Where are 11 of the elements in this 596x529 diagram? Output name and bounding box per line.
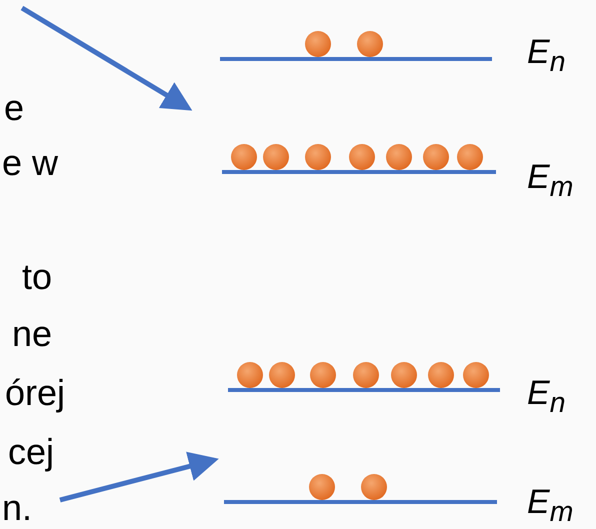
text-fragment: cej	[8, 432, 54, 472]
text-fragment: to	[22, 257, 52, 297]
text-fragment: e	[4, 88, 24, 128]
energy-label: E$_{n}$	[527, 32, 566, 80]
energy-label: E$_{n}$	[527, 373, 566, 421]
text-fragment: órej	[4, 373, 65, 413]
energy-label: E$_{m}$	[527, 482, 574, 529]
text-fragment: n.	[2, 488, 32, 528]
energy-label: E$_{m}$	[527, 157, 574, 205]
text-fragment: e w	[2, 143, 58, 183]
text-fragment: ne	[12, 314, 52, 354]
